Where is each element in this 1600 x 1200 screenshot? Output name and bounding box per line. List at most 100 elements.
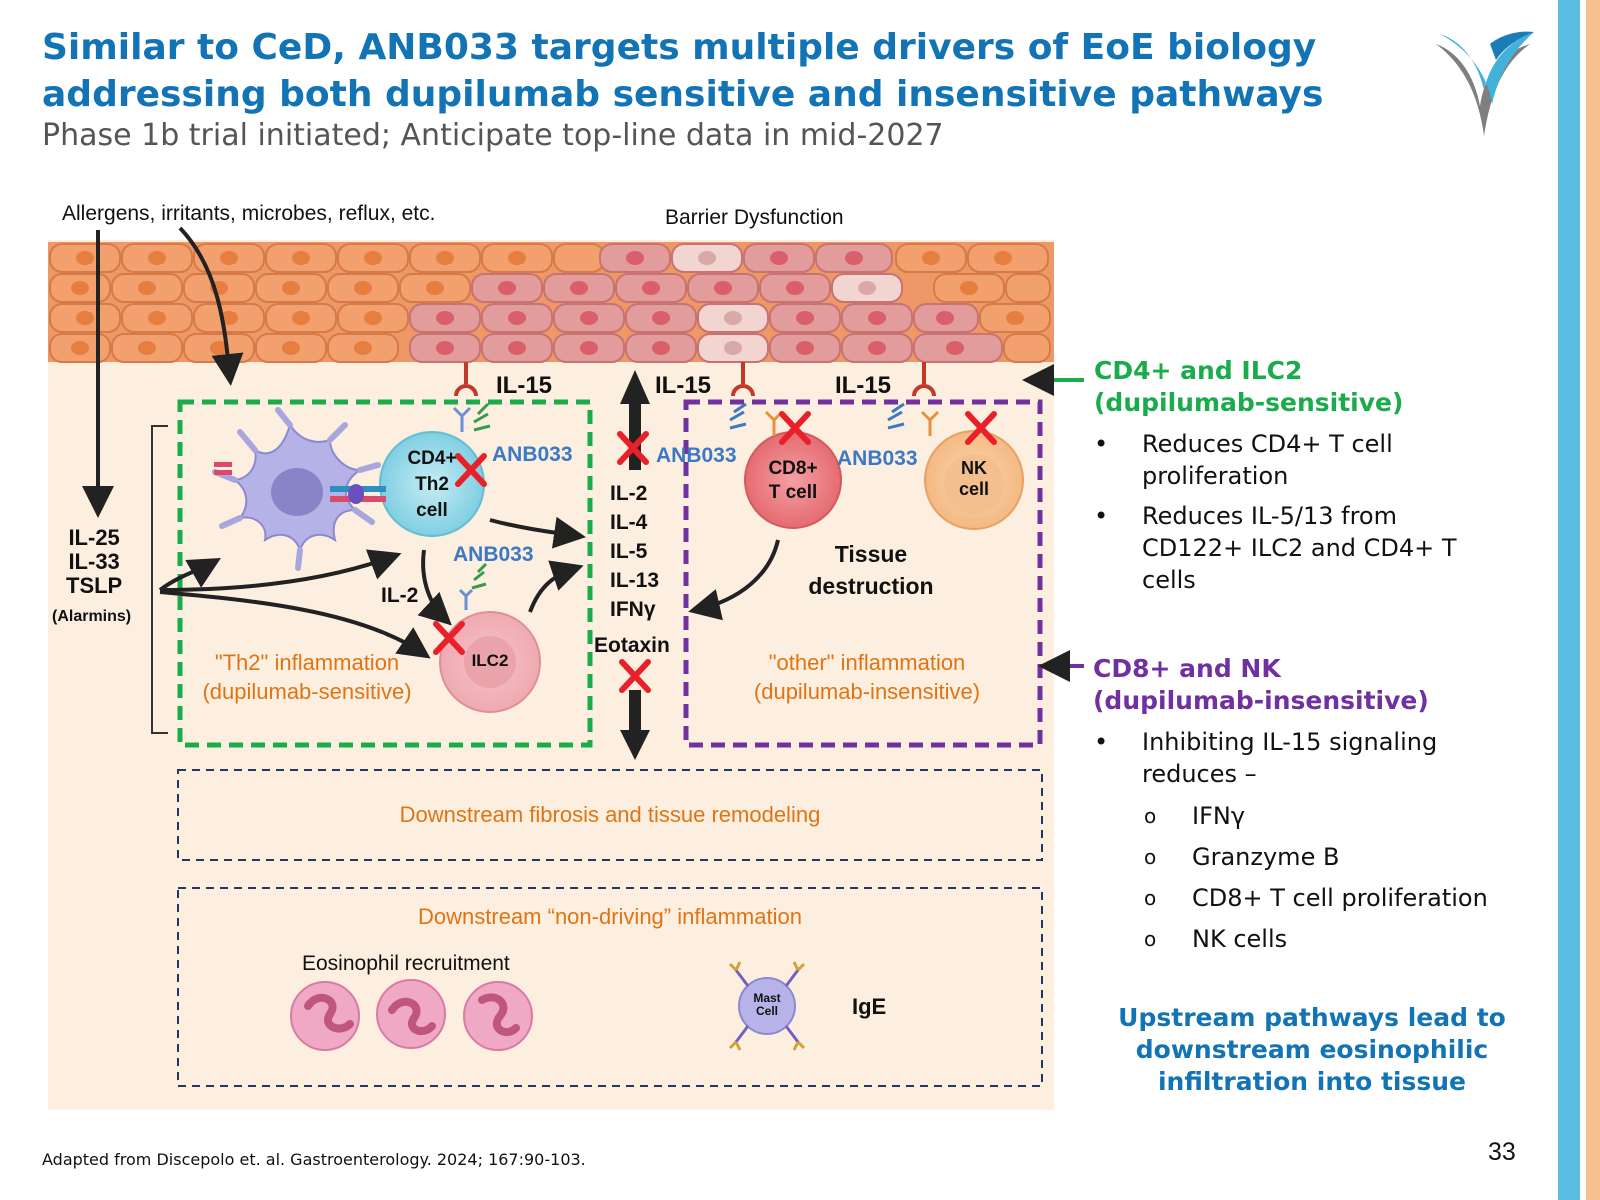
- ige-label: IgE: [852, 994, 887, 1019]
- mast-cell-line-1: Mast: [753, 991, 781, 1005]
- il15-label-2: IL-15: [655, 372, 712, 399]
- group1-heading-line-1: CD4+ and ILC2: [1094, 356, 1303, 385]
- pathway-arrows: [158, 516, 780, 659]
- cd4-label-line-2: Th2: [415, 474, 449, 495]
- diagram-graphics: [48, 226, 1084, 1110]
- conclusion-line-1: Upstream pathways lead to: [1118, 1003, 1506, 1032]
- group1-bullet-1-line-2: proliferation: [1142, 462, 1289, 490]
- anb033-label-center: ANB033: [656, 444, 737, 467]
- eosinophil-label: Eosinophil recruitment: [302, 952, 510, 975]
- slide-subtitle: Phase 1b trial initiated; Anticipate top…: [42, 118, 944, 153]
- th2-inflammation-line-1: "Th2" inflammation: [214, 650, 400, 675]
- group1-bullet-2-line-2: CD122+ ILC2 and CD4+ T: [1142, 534, 1457, 562]
- bullet-mark: •: [1094, 502, 1109, 530]
- cytokine-il5: IL-5: [610, 540, 648, 563]
- group2-subbullet-2: o Granzyme B: [1144, 841, 1564, 873]
- cd4-label-line-3: cell: [416, 500, 448, 521]
- alarmin-bracket: [151, 425, 168, 734]
- title-line-2: addressing both dupilumab sensitive and …: [42, 74, 1324, 115]
- triggers-label: Allergens, irritants, microbes, reflux, …: [62, 202, 436, 225]
- group2-subbullet-3-text: CD8+ T cell proliferation: [1192, 884, 1488, 912]
- non-driving-label: Downstream “non-driving” inflammation: [418, 904, 802, 929]
- decorative-stripe-gap: [1580, 0, 1586, 1200]
- group1-bullet-1-text: Reduces CD4+ T cell proliferation: [1142, 428, 1393, 492]
- il2-label: IL-2: [381, 584, 419, 607]
- group2-subbullet-1-text: IFNγ: [1192, 802, 1246, 830]
- conclusion-text: Upstream pathways lead to downstream eos…: [1102, 1002, 1522, 1098]
- cd8-cell-label: CD8+ T cell: [753, 457, 833, 505]
- group1-heading-line-2: (dupilumab-sensitive): [1094, 388, 1404, 417]
- nk-label-line-2: cell: [958, 479, 990, 499]
- sub-bullet-mark: o: [1144, 927, 1157, 951]
- cytokine-list: IL-2 IL-4 IL-5 IL-13 IFNγ: [610, 479, 659, 624]
- th2-inflammation-label: "Th2" inflammation (dupilumab-sensitive): [186, 648, 428, 706]
- group1-bullet-1-line-1: Reduces CD4+ T cell: [1142, 430, 1393, 458]
- page-number: 33: [1488, 1138, 1516, 1166]
- group2-subbullet-1: o IFNγ: [1144, 800, 1564, 832]
- other-inflammation-line-1: "other" inflammation: [768, 650, 966, 675]
- sub-bullet-mark: o: [1144, 845, 1157, 869]
- tissue-destruction-label: Tissue destruction: [796, 538, 946, 602]
- anb033-label-cd4: ANB033: [492, 443, 573, 466]
- cytokine-il4: IL-4: [610, 511, 648, 534]
- il15-label-1: IL-15: [496, 372, 553, 399]
- tissue-destruction-line-2: destruction: [808, 573, 934, 599]
- th2-inflammation-line-2: (dupilumab-sensitive): [202, 679, 412, 704]
- epithelium-layer: [48, 242, 1054, 363]
- group2-bullet: • Inhibiting IL-15 signaling reduces –: [1094, 726, 1554, 790]
- conclusion-line-3: infiltration into tissue: [1157, 1067, 1467, 1096]
- cytokine-eotaxin: Eotaxin: [594, 634, 670, 657]
- il15-receptors: [454, 362, 936, 397]
- citation-footnote: Adapted from Discepolo et. al. Gastroent…: [42, 1150, 586, 1169]
- cd8-label-line-2: T cell: [768, 482, 818, 503]
- group1-bullet-1: • Reduces CD4+ T cell proliferation: [1094, 428, 1554, 492]
- group1-bullet-2-text: Reduces IL-5/13 from CD122+ ILC2 and CD4…: [1142, 500, 1457, 596]
- nk-label-line-1: NK: [961, 458, 987, 478]
- bullet-mark: •: [1094, 728, 1109, 756]
- decorative-stripe-orange: [1586, 0, 1600, 1200]
- il15-label-3: IL-15: [835, 372, 892, 399]
- group1-heading: CD4+ and ILC2 (dupilumab-sensitive): [1094, 355, 1403, 419]
- group2-subbullet-3: o CD8+ T cell proliferation: [1144, 882, 1564, 914]
- alarmin-il25: IL-25: [68, 525, 120, 550]
- slide-title: Similar to CeD, ANB033 targets multiple …: [42, 24, 1432, 118]
- group2-bullet-text: Inhibiting IL-15 signaling reduces –: [1142, 726, 1437, 790]
- cytokine-il2: IL-2: [610, 482, 648, 505]
- group2-subbullet-4: o NK cells: [1144, 923, 1564, 955]
- mast-cell-icon: [728, 961, 806, 1051]
- cd4-cell-label: CD4+ Th2 cell: [386, 446, 478, 524]
- alarmin-tslp: TSLP: [66, 573, 123, 598]
- company-logo-icon: [1436, 31, 1534, 136]
- dendritic-cell-icon: [212, 407, 381, 571]
- sub-bullet-mark: o: [1144, 804, 1157, 828]
- group2-bullet-line-1: Inhibiting IL-15 signaling: [1142, 728, 1438, 756]
- bullet-mark: •: [1094, 430, 1109, 458]
- cytokine-il13: IL-13: [610, 569, 660, 592]
- cytokine-ifng: IFNγ: [610, 598, 656, 621]
- group1-bullet-2-line-1: Reduces IL-5/13 from: [1142, 502, 1397, 530]
- group2-bullet-line-2: reduces –: [1142, 760, 1257, 788]
- nk-cell-label: NK cell: [944, 458, 1004, 500]
- group2-heading: CD8+ and NK (dupilumab-insensitive): [1093, 653, 1429, 717]
- decorative-stripe-blue: [1558, 0, 1580, 1200]
- trigger-curved-arrow: [178, 226, 244, 386]
- other-inflammation-line-2: (dupilumab-insensitive): [753, 679, 981, 704]
- mast-cell-label: Mast Cell: [746, 992, 788, 1018]
- fibrosis-box: [177, 769, 1043, 861]
- other-pathway-box: [683, 399, 1043, 748]
- sub-bullet-mark: o: [1144, 886, 1157, 910]
- cd4-label-line-1: CD4+: [407, 448, 457, 469]
- group1-bullet-2-line-3: cells: [1142, 566, 1196, 594]
- ilc2-cell-label: ILC2: [471, 651, 509, 670]
- conclusion-line-2: downstream eosinophilic: [1135, 1035, 1489, 1064]
- anb033-label-ilc2: ANB033: [453, 543, 534, 566]
- tcr-complex-icon: [330, 484, 386, 504]
- alarmin-il33: IL-33: [68, 549, 120, 574]
- mast-cell-line-2: Cell: [755, 1004, 778, 1018]
- th2-pathway-box: [177, 399, 593, 748]
- alarmins-caption: (Alarmins): [52, 608, 132, 625]
- tissue-destruction-line-1: Tissue: [834, 541, 908, 567]
- barrier-dysfunction-label: Barrier Dysfunction: [665, 206, 844, 229]
- title-line-1: Similar to CeD, ANB033 targets multiple …: [42, 27, 1317, 68]
- cd8-label-line-1: CD8+: [768, 458, 818, 479]
